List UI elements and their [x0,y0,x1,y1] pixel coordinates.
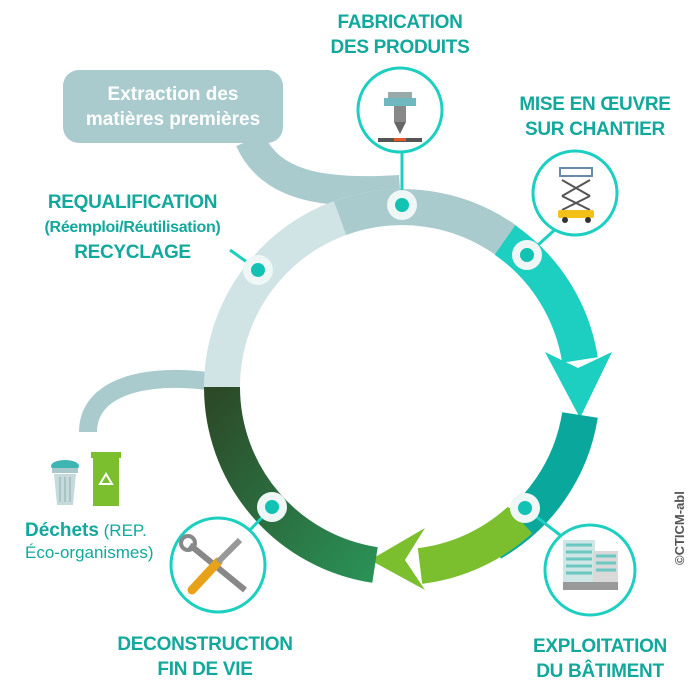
requalification-line2: (Réemploi/Réutilisation) [44,219,221,236]
cnc-machine-icon [356,66,444,154]
label-fabrication: FABRICATION DES PRODUITS [300,10,500,60]
label-mise-en-oeuvre: MISE EN ŒUVRE SUR CHANTIER [495,92,695,142]
dechets-bold: Déchets [25,520,99,541]
exploitation-line2: DU BÂTIMENT [536,661,664,682]
dechets-rest1: (REP. [98,521,147,540]
node-exploitation [510,493,561,537]
recycling-bin-icon [91,452,121,506]
node-deconstruction [248,492,287,532]
fabrication-line1: FABRICATION [337,12,463,33]
arrowhead-lime [370,528,425,590]
office-building-icon [543,523,637,617]
waste-connector [79,369,217,433]
extraction-bubble: Extraction des matières premières [63,70,283,143]
trash-bin-icon [51,460,79,505]
ring-segment-extraction [333,189,518,256]
label-dechets: Déchets (REP. Éco-organismes) [25,520,154,564]
requalification-line1: REQUALIFICATION [47,192,218,213]
mise-en-oeuvre-line2: SUR CHANTIER [525,119,665,140]
extraction-line1: Extraction des [107,83,239,105]
exploitation-line1: EXPLOITATION [533,636,667,657]
label-deconstruction: DECONSTRUCTION FIN DE VIE [105,632,305,682]
node-fabrication [387,150,417,220]
dechets-rest2: Éco-organismes) [25,543,154,562]
extraction-connector [236,133,401,207]
node-requalification [229,248,273,285]
fabrication-line2: DES PRODUITS [330,37,470,58]
extraction-line2: matières premières [85,108,261,130]
ring-segment-requalification [204,189,403,388]
requalification-line3: RECYCLAGE [74,242,191,263]
mise-en-oeuvre-line1: MISE EN ŒUVRE [519,94,671,115]
label-requalification: REQUALIFICATION (Réemploi/Réutilisation)… [20,190,245,265]
copyright: ©CTICM-abl [672,491,687,565]
wrench-tools-icon [169,516,267,614]
deconstruction-line2: FIN DE VIE [157,659,253,680]
node-mise-en-oeuvre [512,223,562,270]
ring-segment-exploitation-lime [417,506,533,584]
arrowhead-turquoise [545,352,612,418]
deconstruction-line1: DECONSTRUCTION [117,634,293,655]
label-exploitation: EXPLOITATION DU BÂTIMENT [500,634,700,684]
scissor-lift-icon [531,149,619,237]
